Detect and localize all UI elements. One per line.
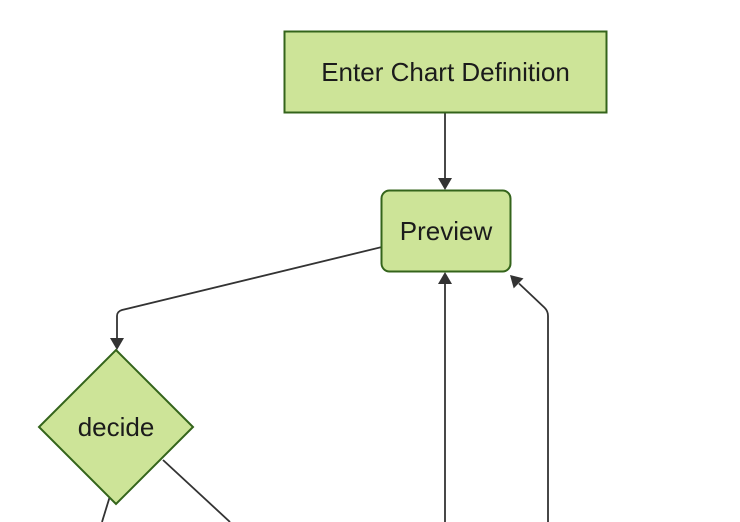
node-preview xyxy=(380,189,512,273)
arrowhead-enter-to-preview xyxy=(438,178,452,190)
arrowhead-offscreen-bottom-right-to-preview xyxy=(510,275,524,289)
edge-preview-to-decide xyxy=(116,246,383,339)
node-enter-chart-definition xyxy=(283,30,608,114)
arrowhead-preview-to-decide xyxy=(110,338,124,350)
edge-decide-to-offscreen-bottom-left xyxy=(101,495,111,522)
node-decide xyxy=(37,348,195,506)
edge-decide-to-offscreen-bottom-right xyxy=(162,459,231,522)
edge-offscreen-bottom-right-to-preview xyxy=(518,282,549,522)
arrowhead-offscreen-bottom-to-preview xyxy=(438,272,452,284)
